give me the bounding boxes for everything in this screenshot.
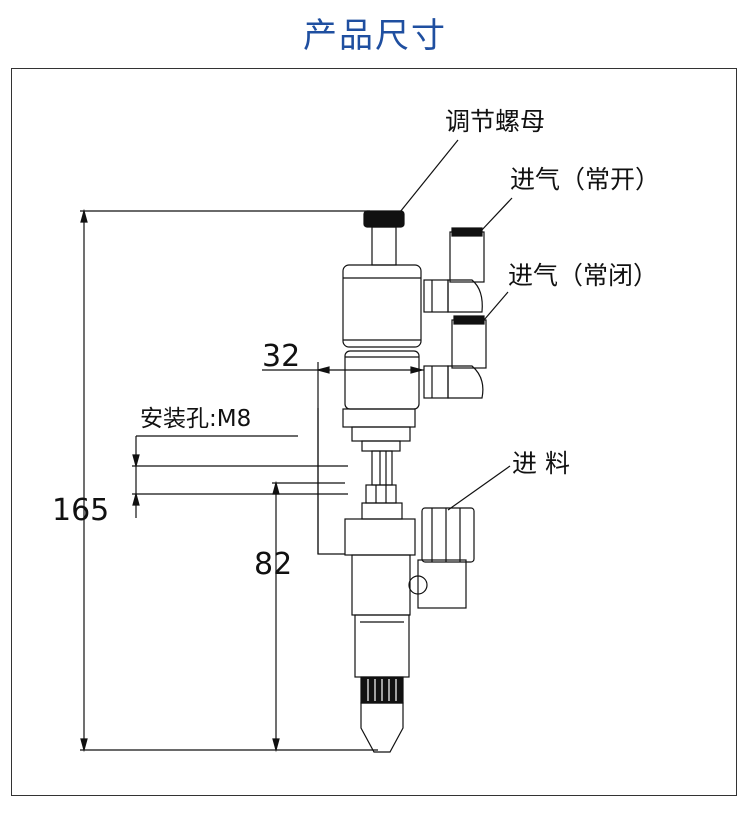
fitting-open-elbow [447, 279, 483, 313]
mount-bracket [317, 408, 345, 555]
middle-cylinder [344, 350, 420, 410]
fitting-closed-tube [451, 319, 487, 369]
label-material-in: 进 料 [512, 449, 570, 478]
inlet-port [408, 575, 428, 595]
lower-body [351, 554, 411, 616]
mount-hole-arrow-1 [132, 454, 140, 469]
dim-82-arrow-bottom [272, 738, 280, 753]
dim-165-arrow-bottom [80, 738, 88, 753]
label-air-in-open: 进气（常开） [510, 165, 660, 194]
lower-body-top [344, 518, 416, 556]
nozzle-adapter [354, 614, 410, 678]
leader-material [447, 465, 511, 511]
dim-32-arrow-right [410, 366, 425, 374]
dim-165-arrow-top [80, 208, 88, 223]
inlet-nut [421, 507, 475, 563]
inlet-body [417, 559, 467, 609]
dim-value-82: 82 [254, 547, 292, 582]
fitting-closed-port [423, 365, 449, 399]
page-title: 产品尺寸 [303, 16, 447, 56]
label-air-in-closed: 进气（常闭） [508, 261, 658, 290]
leader-adjust-nut [399, 139, 459, 213]
collar-1 [342, 408, 416, 428]
nozzle-tip [360, 702, 404, 753]
leader-air-open [479, 197, 513, 233]
drawing-frame [11, 68, 737, 796]
rod [371, 450, 393, 486]
dim-82-arrow-top [272, 480, 280, 495]
label-adjust-nut: 调节螺母 [445, 107, 545, 136]
adjust-nut-part [363, 210, 405, 228]
label-mount-hole: 安装孔:M8 [140, 406, 251, 432]
collar-2 [351, 426, 411, 442]
dim-value-32: 32 [262, 339, 300, 374]
leader-air-closed [483, 291, 509, 321]
upper-cylinder [342, 264, 422, 348]
adjust-stem [371, 226, 397, 266]
mount-hole-arrow-2 [132, 491, 140, 506]
dim-32-arrow-left [315, 366, 330, 374]
coupling-nut [365, 484, 397, 504]
dim-value-165: 165 [52, 493, 109, 528]
fitting-open-port [423, 279, 449, 313]
fitting-open-tube [449, 231, 485, 283]
fitting-closed-elbow [447, 365, 484, 399]
